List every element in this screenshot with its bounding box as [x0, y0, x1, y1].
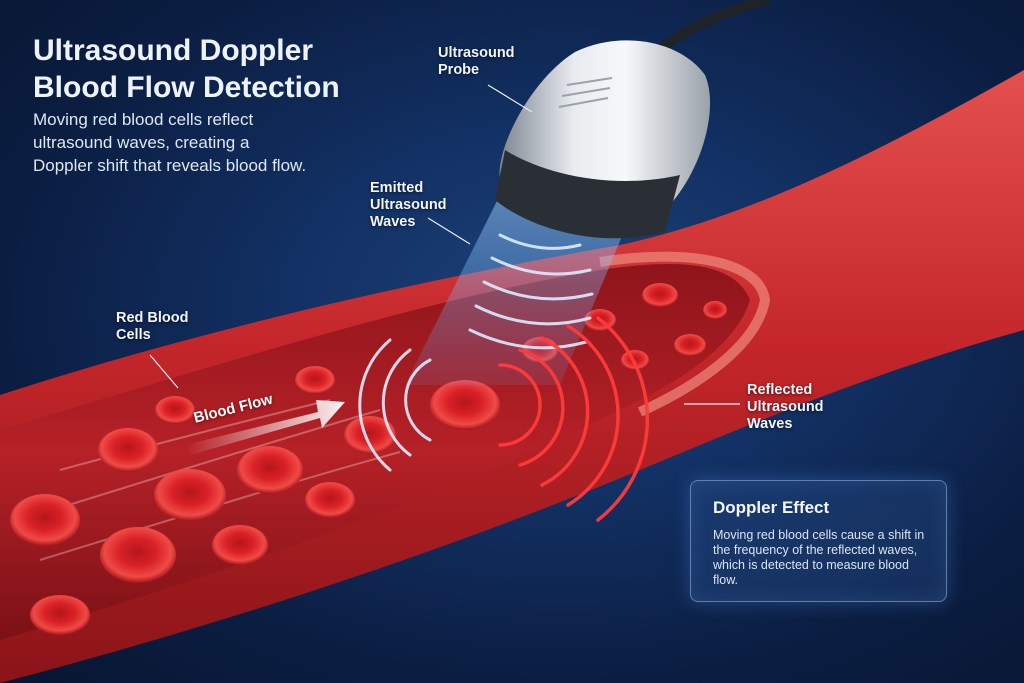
red-blood-cell [430, 380, 500, 430]
red-blood-cell [100, 527, 176, 583]
red-blood-cell [674, 334, 706, 356]
red-blood-cell [703, 301, 727, 319]
red-blood-cells [10, 283, 727, 635]
emitted-waves [358, 233, 594, 472]
red-blood-cell [212, 525, 268, 565]
doppler-effect-panel: Doppler Effect Moving red blood cells ca… [690, 480, 947, 602]
red-blood-cell [155, 396, 195, 424]
ultrasound-beam [405, 185, 635, 385]
red-blood-cell [344, 416, 396, 454]
blood-flow-arrow [185, 400, 345, 455]
probe-head [495, 150, 680, 239]
label-ultrasound-probe: Ultrasound Probe [438, 45, 515, 78]
red-blood-cell [10, 494, 80, 546]
reflected-waves [498, 316, 650, 522]
diagram-title: Ultrasound Doppler Blood Flow Detection [33, 34, 340, 104]
doppler-effect-description: Moving red blood cells cause a shift in … [713, 528, 925, 587]
doppler-effect-heading: Doppler Effect [713, 498, 830, 517]
label-emitted-waves: Emitted Ultrasound Waves [370, 180, 447, 230]
probe-grip-lines [558, 77, 613, 108]
leader-lines [149, 84, 740, 405]
label-red-blood-cells: Red Blood Cells [116, 310, 189, 343]
red-blood-cell [295, 366, 335, 394]
vessel-cut-edge [599, 251, 771, 417]
red-blood-cell [305, 482, 355, 518]
red-blood-cell [642, 283, 678, 307]
red-blood-cell [237, 446, 303, 494]
red-blood-cell [154, 469, 226, 521]
red-blood-cell [30, 595, 90, 635]
label-reflected-waves: Reflected Ultrasound Waves [747, 382, 824, 432]
red-blood-cell [621, 350, 649, 370]
red-blood-cell [98, 428, 158, 472]
diagram-subtitle: Moving red blood cells reflect ultrasoun… [33, 110, 307, 175]
